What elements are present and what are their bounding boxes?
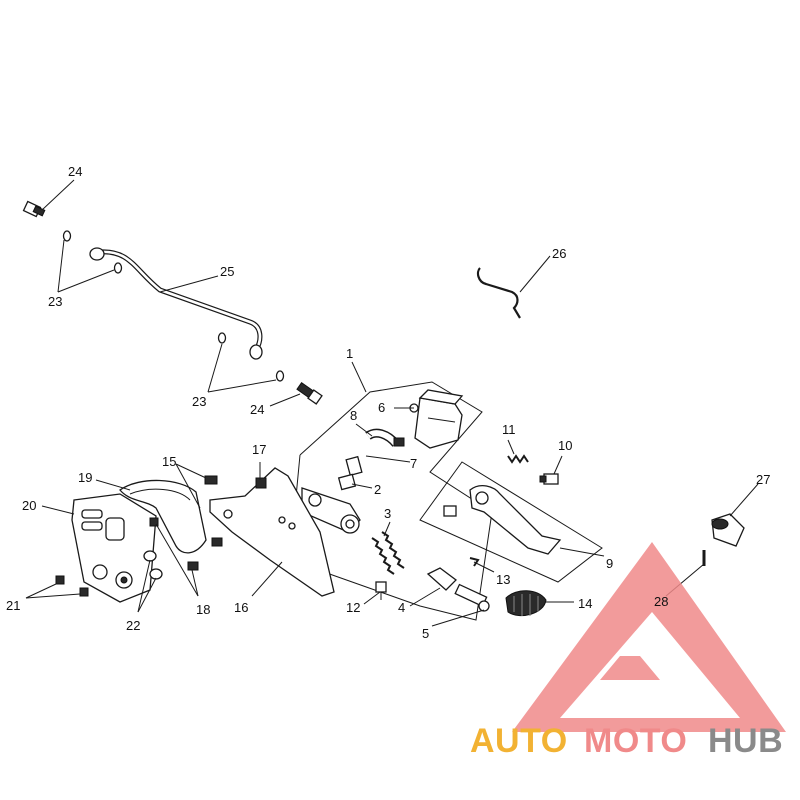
callout-8: 8 — [350, 408, 357, 423]
callout-7: 7 — [410, 456, 417, 471]
callout-24-bottom: 24 — [250, 402, 264, 417]
callout-14: 14 — [578, 596, 592, 611]
callout-3: 3 — [384, 506, 391, 521]
callout-17: 17 — [252, 442, 266, 457]
pedal-frame — [419, 461, 603, 583]
callout-10: 10 — [558, 438, 572, 453]
banjo-bolt-24-bottom — [296, 382, 323, 405]
callout-labels: 24 23 25 23 24 26 1 6 8 7 2 3 4 5 11 10 … — [6, 164, 770, 641]
watermark-logo — [512, 542, 786, 732]
connector-2 — [337, 455, 363, 491]
callout-21: 21 — [6, 598, 20, 613]
hose-8 — [365, 428, 405, 448]
callout-23-bottom: 23 — [192, 394, 206, 409]
bolts-small — [55, 475, 223, 597]
callout-26: 26 — [552, 246, 566, 261]
callout-5: 5 — [422, 626, 429, 641]
callout-15: 15 — [162, 454, 176, 469]
watermark-word-auto: AUTO — [470, 722, 568, 760]
spring-3 — [371, 531, 405, 575]
bolt-12 — [375, 581, 387, 600]
wire-clip-26 — [476, 267, 521, 319]
leader-lines — [25, 179, 759, 627]
callout-20: 20 — [22, 498, 36, 513]
bolt-17 — [255, 477, 267, 489]
callout-9: 9 — [606, 556, 613, 571]
bracket-16 — [209, 467, 335, 597]
callout-11: 11 — [502, 422, 516, 437]
callout-4: 4 — [398, 600, 405, 615]
spring-11 — [507, 454, 529, 464]
heel-guard-20 — [71, 493, 157, 603]
callout-28: 28 — [654, 594, 668, 609]
callout-12: 12 — [346, 600, 360, 615]
callout-23-top: 23 — [48, 294, 62, 309]
bolt-10 — [539, 473, 559, 485]
pushrod-4 — [426, 567, 490, 612]
callout-19: 19 — [78, 470, 92, 485]
banjo-bolt-24-top — [22, 200, 46, 218]
assembly-frame — [289, 381, 493, 621]
pedal-rubber-14 — [505, 590, 547, 616]
washers-23 — [62, 230, 285, 382]
watermark-text: AUTO MOTO HUB — [470, 722, 783, 760]
callout-27: 27 — [756, 472, 770, 487]
callout-22: 22 — [126, 618, 140, 633]
master-cylinder — [301, 487, 361, 534]
heel-guard-19 — [119, 479, 207, 554]
callout-1: 1 — [346, 346, 353, 361]
brake-line-25 — [89, 247, 263, 360]
reservoir-6 — [409, 389, 464, 449]
callout-13: 13 — [496, 572, 510, 587]
clip-13 — [469, 557, 480, 567]
switch-27 — [711, 513, 745, 547]
watermark-word-moto: MOTO — [584, 722, 687, 760]
callout-2: 2 — [374, 482, 381, 497]
callout-16: 16 — [234, 600, 248, 615]
watermark-word-hub: HUB — [708, 722, 783, 760]
callout-18: 18 — [196, 602, 210, 617]
callout-6: 6 — [378, 400, 385, 415]
brake-pedal — [443, 484, 562, 555]
callout-24-top: 24 — [68, 164, 82, 179]
callout-25: 25 — [220, 264, 234, 279]
